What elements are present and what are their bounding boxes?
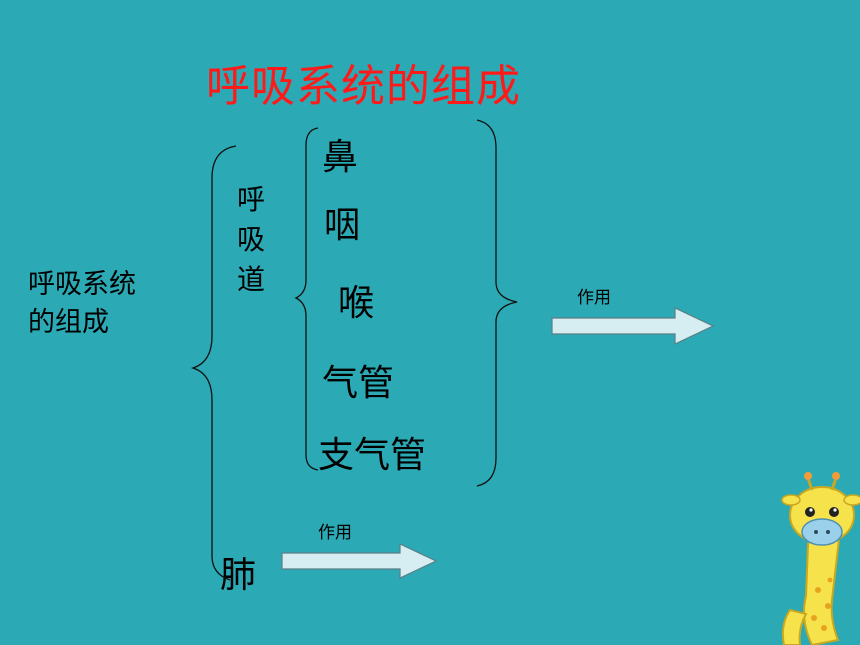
function-label-lung: 作用 — [318, 523, 352, 543]
left-brace-airway — [294, 127, 319, 471]
arrow-lung-function — [281, 543, 438, 579]
organ-pharynx: 咽 — [324, 205, 361, 246]
organ-lung: 肺 — [220, 555, 257, 596]
system-label-line-1: 呼吸系统 — [28, 269, 136, 300]
airway-label: 呼吸道 — [237, 183, 266, 296]
function-label-airway: 作用 — [577, 288, 611, 308]
organ-nose: 鼻 — [322, 137, 359, 178]
organ-trachea: 气管 — [322, 363, 395, 404]
left-brace-system — [190, 145, 237, 581]
slide-title: 呼吸系统的组成 — [206, 61, 521, 112]
organ-bronchi: 支气管 — [318, 435, 427, 476]
arrow-airway-function — [551, 307, 715, 345]
organ-larynx: 喉 — [338, 283, 375, 324]
right-brace-organs — [476, 119, 518, 487]
system-label-line-2: 的组成 — [28, 307, 109, 338]
giraffe-illustration — [781, 472, 860, 645]
